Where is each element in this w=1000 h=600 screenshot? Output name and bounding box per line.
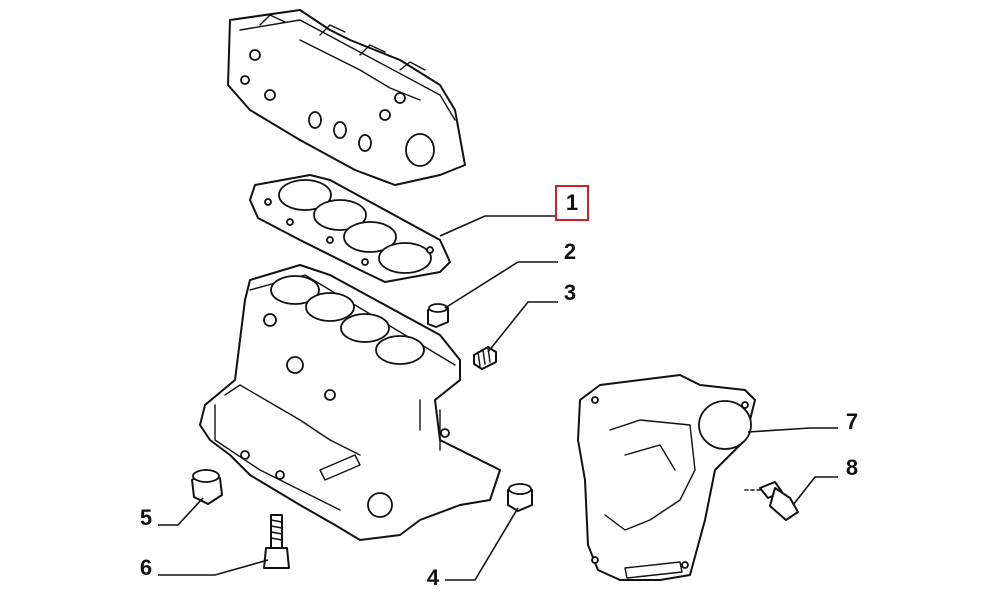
bush[interactable] xyxy=(507,483,533,512)
leader-1 xyxy=(439,215,555,237)
leader-4 xyxy=(445,507,519,581)
leader-3 xyxy=(487,301,558,353)
cap[interactable] xyxy=(191,469,223,505)
leader-5 xyxy=(158,497,204,526)
bolt[interactable] xyxy=(263,514,290,569)
callout-1[interactable]: 1 xyxy=(555,185,589,221)
callout-2[interactable]: 2 xyxy=(563,239,577,264)
engine-block[interactable] xyxy=(199,264,501,541)
leader-lines xyxy=(158,215,838,581)
head-gasket[interactable] xyxy=(249,174,451,283)
leader-2 xyxy=(444,261,558,309)
screw[interactable] xyxy=(744,481,799,521)
callout-4[interactable]: 4 xyxy=(426,565,440,590)
leader-6 xyxy=(158,559,269,576)
cylinder-head[interactable] xyxy=(227,9,466,186)
callout-5[interactable]: 5 xyxy=(139,505,153,530)
cover-plate[interactable] xyxy=(577,374,756,581)
callout-3[interactable]: 3 xyxy=(563,280,577,305)
threaded-plug[interactable] xyxy=(473,346,497,370)
leader-7 xyxy=(747,427,838,433)
callout-6[interactable]: 6 xyxy=(139,555,153,580)
leader-8 xyxy=(792,476,838,506)
callout-7[interactable]: 7 xyxy=(845,409,859,434)
callout-8[interactable]: 8 xyxy=(845,455,859,480)
dowel-sleeve[interactable] xyxy=(427,303,449,328)
